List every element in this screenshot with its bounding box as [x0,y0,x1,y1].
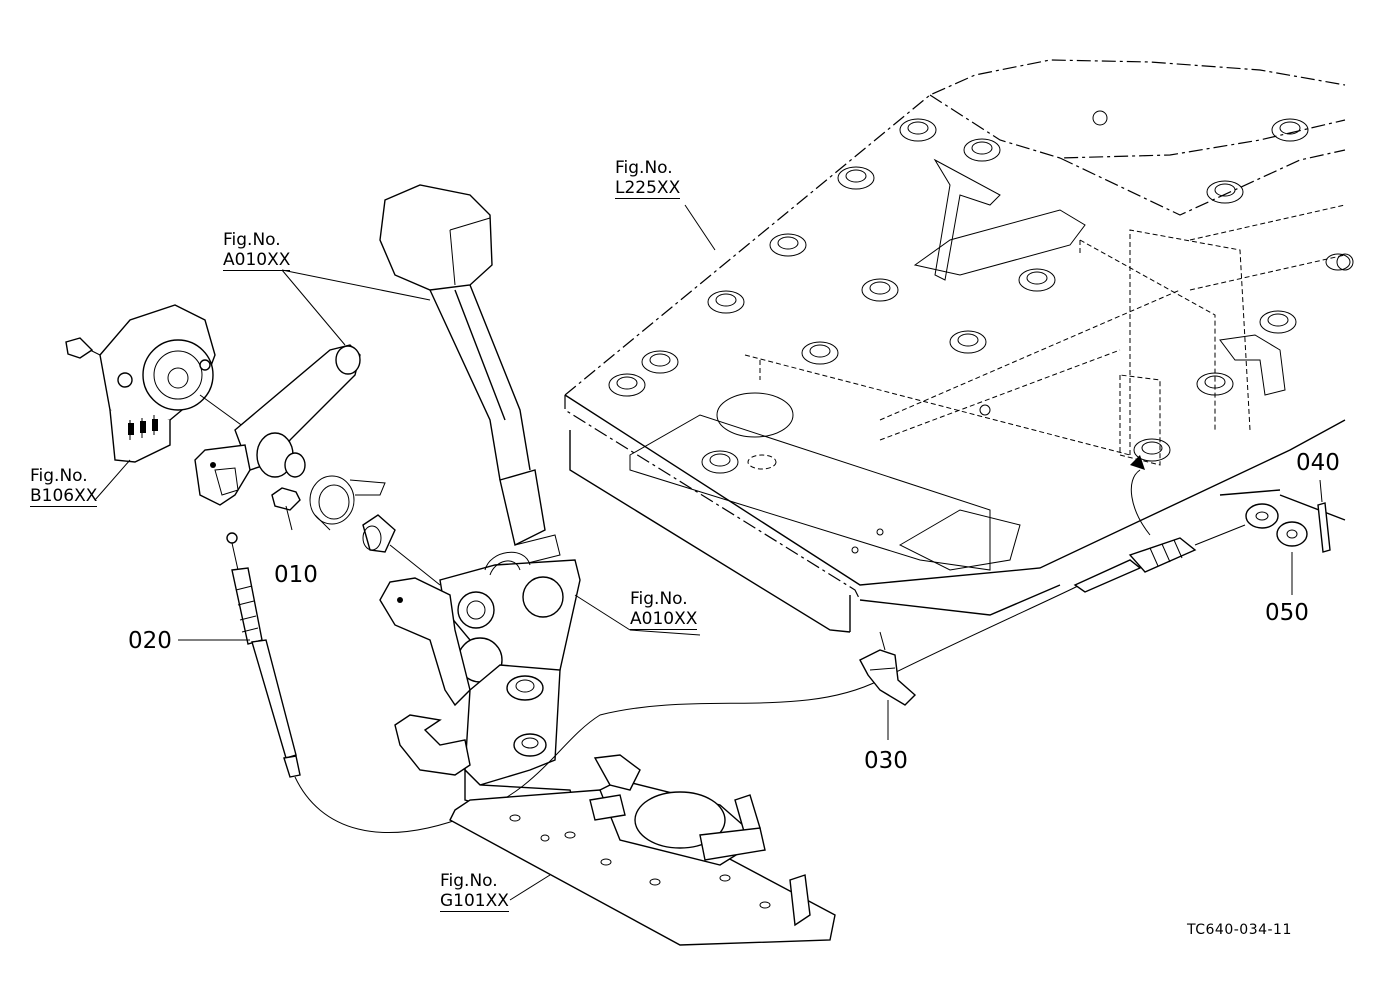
part-label-050: 050 [1265,600,1309,626]
fig-ref-code: G101XX [440,890,509,913]
fig-ref-label: Fig.No. [615,158,673,178]
fig-ref-a010-right: Fig.No. A010XX [630,589,698,631]
bushing [362,514,441,586]
cable-020 [226,532,1081,833]
cotter-pin-040 [1317,502,1331,553]
fig-ref-label: Fig.No. [440,871,498,891]
return-spring [309,475,386,531]
sensor-arm [194,344,361,506]
fig-ref-code: L225XX [615,177,681,200]
cable-end-fitting [1073,455,1279,593]
part-label-010: 010 [274,562,318,588]
fig-ref-code: A010XX [630,608,698,631]
position-sensor [65,304,256,463]
part-label-040: 040 [1296,450,1340,476]
pivot-bracket [379,551,581,816]
part-label-030: 030 [864,748,908,774]
fig-ref-label: Fig.No. [30,466,88,486]
cable-clip-030 [859,631,917,706]
fig-ref-label: Fig.No. [223,230,281,250]
frame-grommets [608,118,1351,474]
floor-plate [449,754,836,946]
pedal-lever [379,184,561,566]
fig-ref-code: B106XX [30,485,98,508]
part-label-020: 020 [128,628,172,654]
fig-ref-l225: Fig.No. L225XX [615,158,681,200]
washer-050 [1276,521,1308,547]
bolt-010 [271,487,301,531]
leader-lines [94,204,1323,901]
drawing-code: TC640-034-11 [1187,922,1292,938]
chassis-frame [564,59,1354,633]
fig-ref-a010-top: Fig.No. A010XX [223,230,291,272]
fig-ref-g101: Fig.No. G101XX [440,871,509,913]
fig-ref-label: Fig.No. [630,589,688,609]
fig-ref-b106: Fig.No. B106XX [30,466,98,508]
fig-ref-code: A010XX [223,249,291,272]
